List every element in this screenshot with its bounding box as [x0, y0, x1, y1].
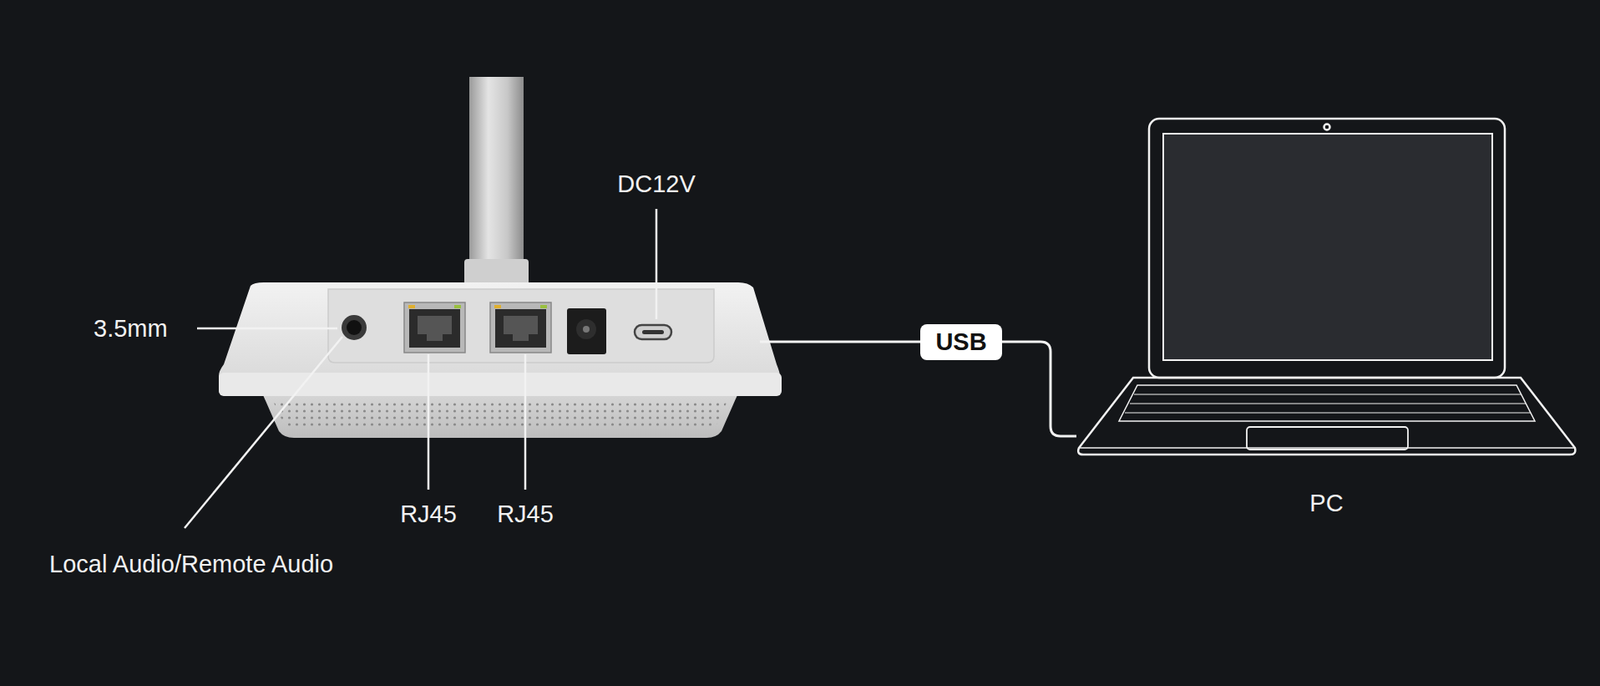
- rj45-port: [490, 302, 552, 353]
- speaker-grille: [272, 399, 729, 428]
- audio-jack: [341, 314, 367, 340]
- leader-lines: [184, 208, 657, 528]
- port-label: RJ45: [496, 500, 554, 528]
- usb-cable: [1002, 341, 1077, 436]
- usb-tag-text: USB: [930, 328, 993, 356]
- gooseneck: [469, 76, 524, 286]
- laptop-outline: [1078, 118, 1575, 455]
- rj45-port: [404, 302, 466, 353]
- grille-base: [260, 389, 740, 438]
- usb-cable: [759, 340, 921, 344]
- pc-caption: PC: [1309, 489, 1343, 517]
- port-label: 3.5mm: [93, 314, 168, 343]
- port-label: DC12V: [617, 170, 696, 198]
- usb-tag: USB: [920, 324, 1003, 360]
- port-label: Local Audio/Remote Audio: [49, 550, 334, 578]
- pc-laptop: PC: [1076, 118, 1577, 528]
- usb-c-port: [634, 324, 672, 340]
- dc-jack: [567, 308, 607, 355]
- port-label: RJ45: [400, 500, 457, 528]
